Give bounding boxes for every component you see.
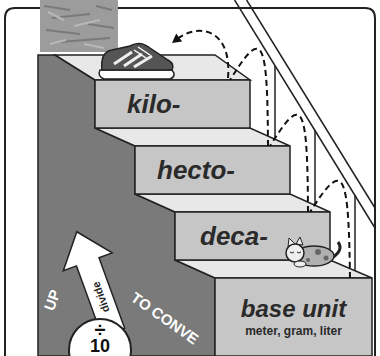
arrow-head xyxy=(172,34,182,43)
jump-arc xyxy=(230,49,268,146)
frame xyxy=(5,8,375,356)
prefix-label: kilo- xyxy=(127,90,180,119)
stair-step: deca- xyxy=(175,212,330,260)
stair-step: hecto- xyxy=(135,146,290,194)
jump-arc xyxy=(310,181,350,278)
prefix-label: base unit xyxy=(241,296,346,322)
sneaker xyxy=(99,43,174,79)
jump-arc xyxy=(177,31,228,78)
factor-number: 10 xyxy=(90,337,110,355)
stair-risers xyxy=(95,80,372,356)
cat xyxy=(286,237,340,267)
stair-step: base unit meter, gram, liter xyxy=(215,278,372,356)
up-arrow xyxy=(52,223,137,341)
badge-circle xyxy=(69,319,131,356)
jump-arc xyxy=(270,115,308,212)
direction-word: UP xyxy=(41,288,62,313)
prefix-label: hecto- xyxy=(157,156,235,185)
stair-treads xyxy=(55,55,372,278)
operation-word: divide xyxy=(90,280,111,314)
texture-patch xyxy=(40,0,118,52)
stair-step: kilo- xyxy=(95,80,250,128)
unit-examples: meter, gram, liter xyxy=(245,325,342,338)
side-caption: TO CONVE xyxy=(129,289,202,346)
prefix-label: deca- xyxy=(200,222,268,251)
